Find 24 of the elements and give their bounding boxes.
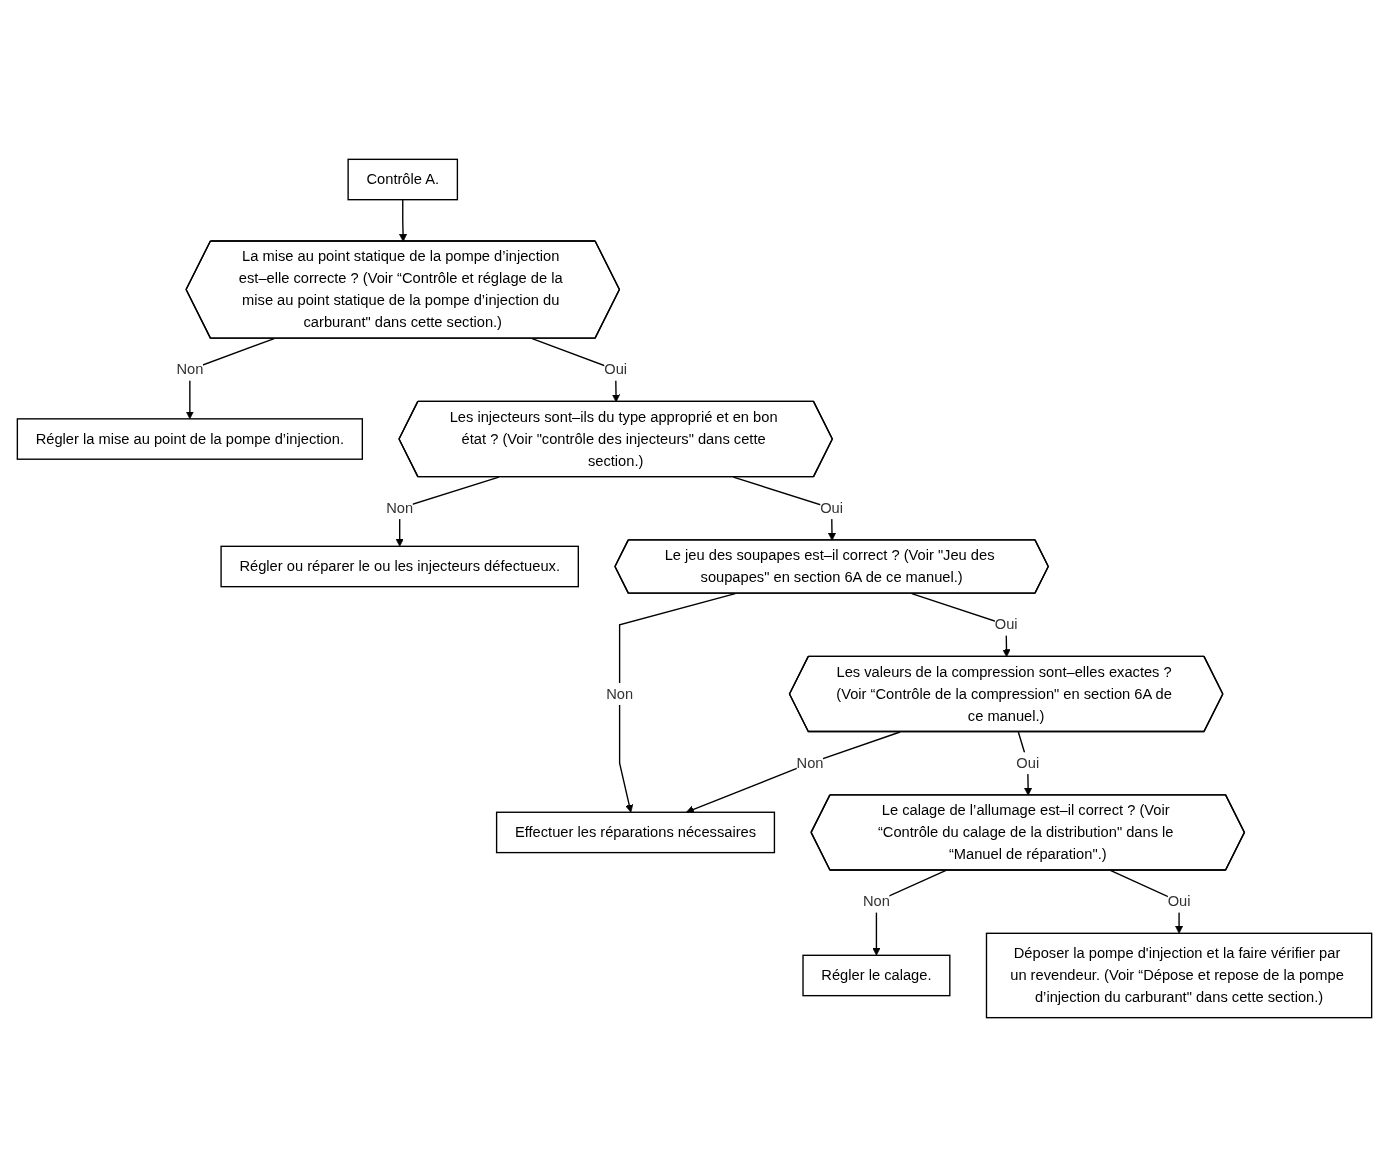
arrow — [732, 475, 836, 541]
edge-label: Non — [386, 499, 414, 516]
arrow — [1109, 869, 1184, 934]
edge-label: Oui — [820, 499, 844, 516]
arrow — [911, 592, 1011, 657]
arrow — [618, 592, 736, 813]
arrow — [531, 337, 621, 402]
edge-label: Non — [796, 754, 824, 771]
edge-label: Oui — [1167, 892, 1191, 909]
arrow — [399, 198, 408, 242]
node-box: Régler le calage. — [802, 954, 951, 996]
arrow — [1017, 730, 1033, 796]
node-box: Régler la mise au point de la pompe d’injection. — [16, 417, 364, 460]
edge-label: Oui — [604, 361, 628, 377]
edge-label: Non — [862, 892, 890, 909]
node-box: Déposer la pompe d'injection et la faire vérifier par un revendeur. (Voir “Dépose et repose de la pompe d’injection du carburant" dans cette section.) — [985, 932, 1373, 1018]
edge-label: Oui — [1016, 754, 1040, 771]
edge-label: Non — [606, 685, 634, 701]
node-box: Régler ou réparer le ou les injecteurs défectueux. — [220, 545, 579, 587]
edge-label: Non — [176, 361, 204, 377]
edge-label: Oui — [994, 615, 1018, 632]
node-box: Contrôle A. — [347, 158, 459, 200]
node-box: Effectuer les réparations nécessaires — [495, 811, 776, 853]
arrow — [686, 730, 901, 813]
